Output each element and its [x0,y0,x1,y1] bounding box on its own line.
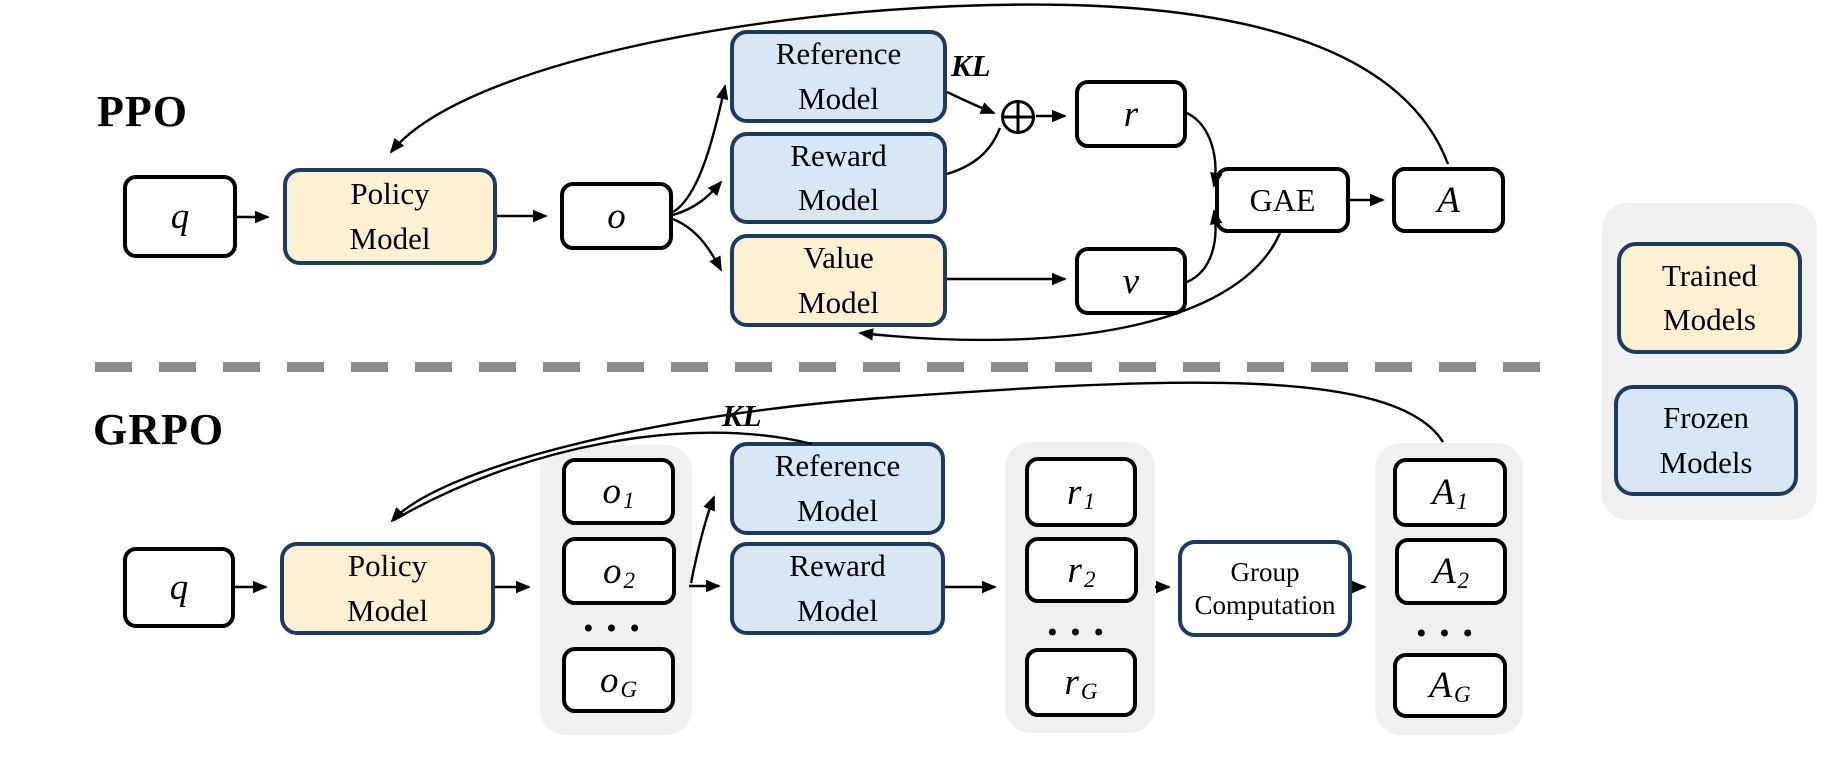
ppo-gae-box: GAE [1215,167,1350,233]
ppo-v-box: v [1075,247,1187,315]
ppo-query-box: q [123,175,237,258]
oplus-icon [1001,100,1035,134]
grpo-reward-line2: Model [797,592,878,628]
ppo-reward-line1: Reward [790,137,887,173]
grpo-gc-line2: Computation [1194,589,1336,620]
grpo-reward-model-box: Reward Model [730,542,945,635]
ppo-v-label: v [1122,260,1140,302]
grpo-A1-label: A [1431,472,1455,513]
grpo-reference-line2: Model [797,492,878,528]
ppo-arrow-reference-to-oplus [946,90,996,115]
ppo-reward-model-box: Reward Model [730,132,947,224]
grpo-gc-line1: Group [1230,557,1300,588]
grpo-o1-subscript: 1 [623,488,635,513]
grpo-reference-model-box: Reference Model [730,442,945,535]
grpo-AG-label: A [1429,665,1452,706]
ppo-output-box: o [560,182,673,250]
grpo-AG-subscript: G [1453,682,1471,707]
ppo-r-label: r [1123,93,1139,135]
grpo-query-box: q [123,547,235,628]
grpo-arrow-outputs-to-reference [689,495,716,584]
grpo-oG-label: o [599,659,619,701]
grpo-o2-subscript: 2 [623,567,636,593]
ppo-advantage-label: A [1437,179,1460,221]
ppo-arrow-v-to-gae [1186,209,1223,284]
grpo-oG-subscript: G [620,676,638,702]
grpo-outputs-ellipsis: ••• [581,615,651,643]
grpo-r2-label: r [1067,549,1082,591]
ppo-value-model-box: Value Model [730,234,947,327]
ppo-value-line2: Model [798,284,879,320]
ppo-kl-label: KL [951,48,991,83]
ppo-query-label: q [170,196,190,237]
legend-trained-line1: Trained [1661,257,1758,293]
grpo-advantages-ellipsis: ••• [1414,620,1484,648]
legend-frozen-models: Frozen Models [1614,385,1798,496]
ppo-arrow-o-to-value [672,217,723,272]
grpo-rG-label: r [1064,662,1079,703]
grpo-group-computation-box: Group Computation [1178,540,1352,637]
grpo-rewards-ellipsis: ••• [1045,619,1115,647]
legend-frozen-line1: Frozen [1662,400,1750,436]
grpo-r2-subscript: 2 [1083,566,1096,592]
grpo-policy-model-box: Policy Model [280,542,495,635]
grpo-kl-label: KL [722,398,762,433]
ppo-section-title: PPO [97,87,188,136]
grpo-query-label: q [169,567,189,608]
ppo-r-box: r [1075,80,1187,148]
ppo-value-line1: Value [803,240,874,276]
grpo-reward-line1: Reward [789,548,886,584]
legend-frozen-line2: Models [1659,444,1753,480]
ppo-reference-line1: Reference [775,36,902,72]
ppo-policy-model-box: Policy Model [283,168,497,265]
ppo-arrow-r-to-gae [1186,111,1223,188]
ppo-output-label: o [607,195,626,237]
ppo-reference-model-box: Reference Model [730,30,947,123]
grpo-r1-subscript: 1 [1083,488,1095,514]
legend-trained-models: Trained Models [1617,242,1802,354]
grpo-A1-subscript: 1 [1456,489,1469,514]
grpo-rG-subscript: G [1080,679,1098,704]
ppo-arrow-o-to-reward [672,180,723,217]
legend-trained-line2: Models [1663,302,1756,337]
ppo-gae-label: GAE [1249,181,1316,218]
grpo-section-title: GRPO [93,405,225,454]
ppo-policy-line2: Model [349,220,431,256]
grpo-r1-label: r [1067,471,1082,513]
ppo-curve-reward-to-oplus [946,127,1002,176]
grpo-o2-label: o [603,550,622,592]
ppo-reward-line2: Model [798,182,879,217]
grpo-o1-label: o [602,471,622,512]
ppo-arrow-o-to-reference [672,84,729,214]
ppo-policy-line1: Policy [350,176,430,212]
grpo-reference-line1: Reference [774,448,901,484]
grpo-A2-label: A [1432,551,1456,592]
grpo-policy-line1: Policy [347,548,428,584]
grpo-policy-line2: Model [347,592,428,628]
grpo-A2-subscript: 2 [1457,568,1470,593]
ppo-reference-line2: Model [798,80,879,116]
ppo-advantage-box: A [1392,167,1505,233]
